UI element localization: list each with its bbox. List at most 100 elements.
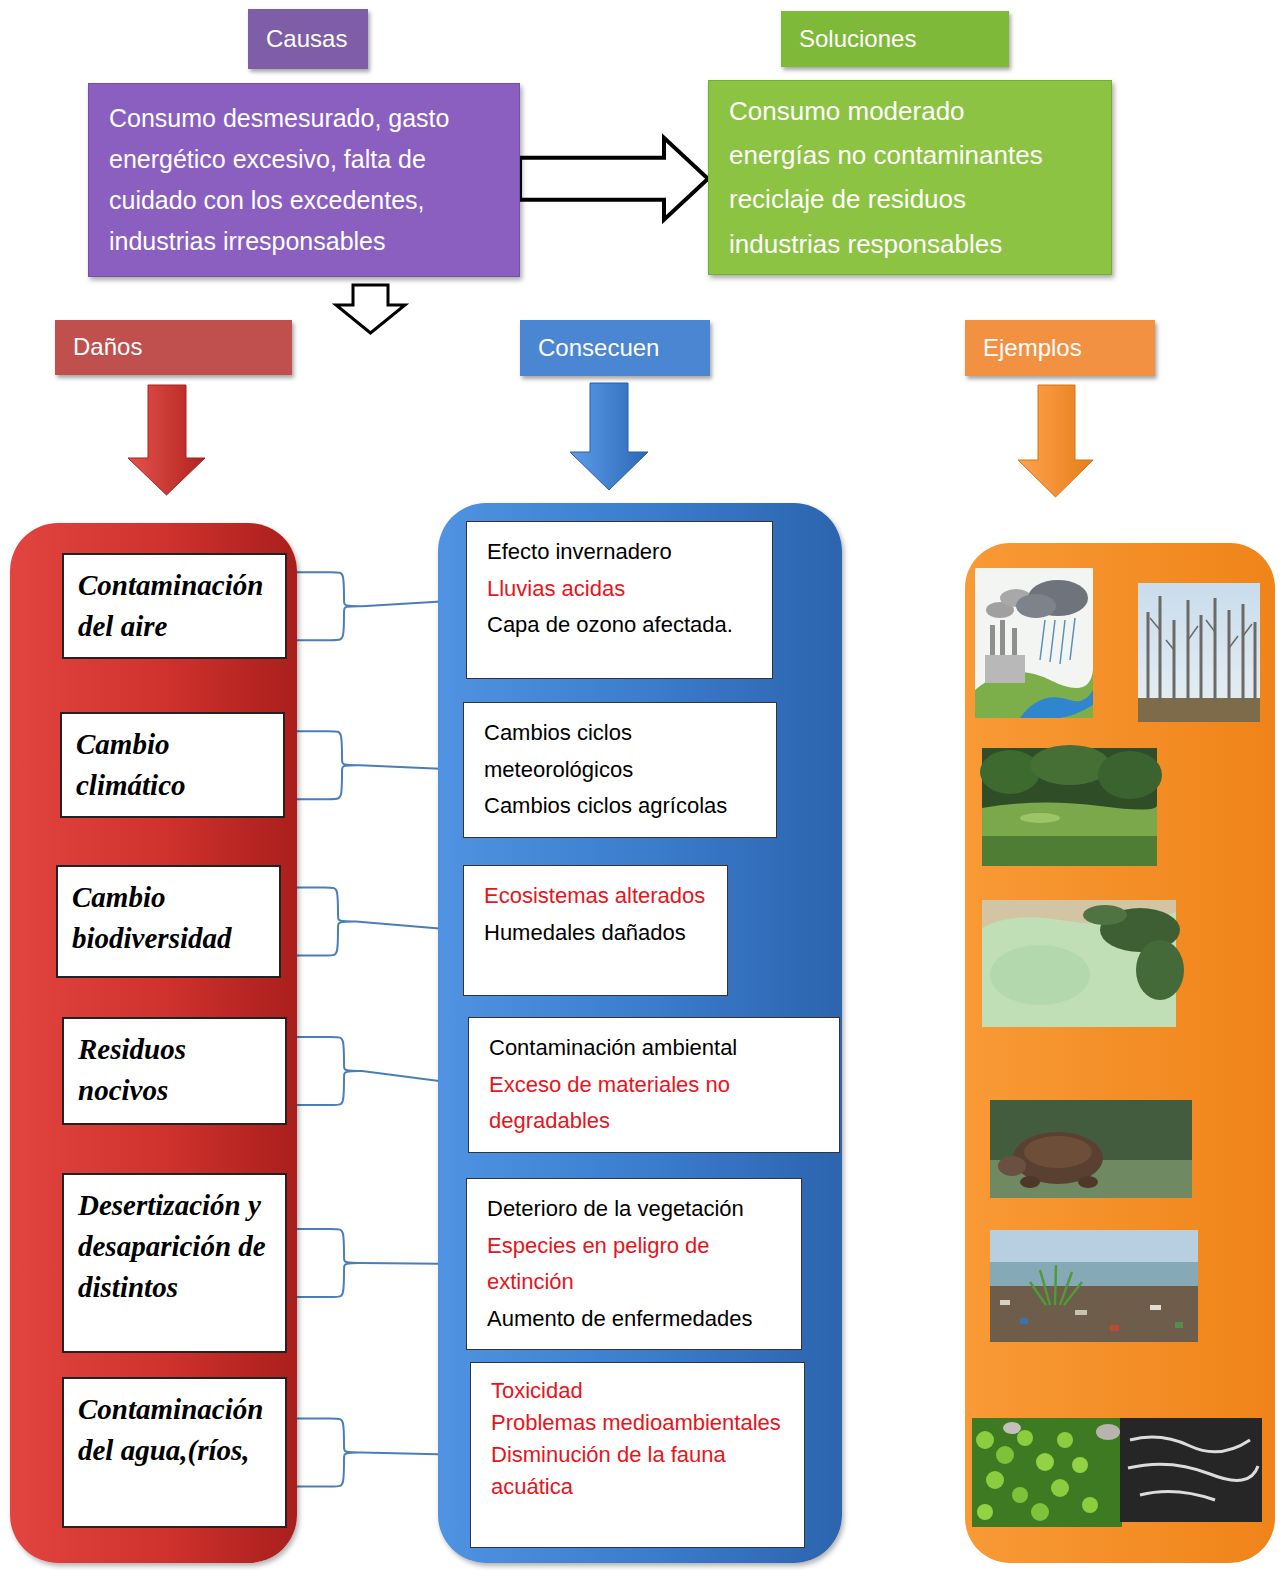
orange-down-arrow: [1018, 385, 1093, 497]
bracket-connector: [281, 888, 463, 956]
node-text: Problemas medioambientales: [491, 1407, 786, 1439]
photo-acid-rain: [990, 625, 995, 655]
photo-turtle: [990, 1100, 1192, 1198]
photo-algae: [1057, 1432, 1073, 1448]
photo-polluted-beach: [1000, 1300, 1010, 1305]
node-text: Aumento de enfermedades: [487, 1301, 783, 1338]
photo-wetland: [982, 836, 1157, 866]
photo-wetland: [980, 745, 1162, 866]
photo-algae: [1036, 1453, 1054, 1471]
photo-acid-rain: [1012, 628, 1017, 655]
down-arrow: [336, 285, 405, 333]
photo-polluted-beach: [1150, 1305, 1161, 1310]
block-arrow: [520, 138, 708, 220]
heading-label: Ejemplos: [965, 320, 1155, 376]
photo-green-lake: [982, 900, 1184, 1027]
heading-label: Consecuen: [520, 320, 710, 376]
photo-algae: [977, 1504, 993, 1520]
photo-dead-forest: [1150, 618, 1252, 650]
photo-acid-rain: [1020, 690, 1093, 718]
photo-algae: [986, 1471, 1004, 1489]
node-text: Deterioro de la vegetación: [487, 1191, 783, 1228]
photo-dead-forest: [1148, 596, 1255, 702]
photo-wetland: [1020, 813, 1060, 823]
damage-box: Desertización y desaparición de distinto…: [62, 1173, 287, 1353]
consequence-box: ToxicidadProblemas medioambientalesDismi…: [470, 1362, 805, 1548]
node-text: Ecosistemas alterados: [484, 878, 709, 915]
photo-algae: [972, 1418, 1122, 1527]
photo-green-lake: [990, 945, 1090, 1005]
photo-wetland: [1098, 751, 1162, 799]
heading-label: Causas: [248, 9, 368, 69]
photo-polluted-river: [1120, 1418, 1262, 1522]
node-text: Contaminación del aire: [78, 565, 273, 647]
consequence-box: Deterioro de la vegetaciónEspecies en pe…: [466, 1178, 802, 1350]
photo-turtle: [1078, 1176, 1098, 1188]
node-text: Consumo desmesurado, gasto energético ex…: [109, 98, 499, 262]
damage-box: Cambio biodiversidad: [56, 865, 281, 978]
heading-label: Daños: [55, 320, 292, 375]
node-text: Consumo moderado: [729, 89, 1091, 133]
heading-label: Soluciones: [781, 11, 1009, 67]
node-text: Residuos nocivos: [78, 1029, 273, 1111]
photo-polluted-beach: [1075, 1310, 1087, 1315]
consequence-box: Contaminación ambientalExceso de materia…: [468, 1017, 840, 1153]
damage-box: Contaminación del agua,(ríos,: [62, 1377, 287, 1528]
node-text: Cambios ciclos meteorológicos: [484, 715, 758, 788]
photo-algae: [1012, 1487, 1028, 1503]
consequence-panel: ConsecuenEfecto invernaderoLluvias acida…: [438, 503, 842, 1563]
node-text: Humedales dañados: [484, 915, 709, 952]
photo-algae: [1082, 1497, 1098, 1513]
photo-wetland: [982, 802, 1157, 836]
photo-acid-rain: [975, 568, 1093, 718]
photo-algae: [996, 1446, 1014, 1464]
damage-box: Cambio climático: [60, 712, 285, 818]
damage-box: Residuos nocivos: [62, 1017, 287, 1125]
node-text: Cambio biodiversidad: [72, 877, 267, 959]
photo-algae: [1096, 1424, 1120, 1440]
damage-box: Contaminación del aire: [62, 553, 287, 659]
photo-algae: [1072, 1457, 1088, 1473]
node-text: energías no contaminantes: [729, 133, 1091, 177]
node-text: Toxicidad: [491, 1375, 786, 1407]
consequence-box: Ecosistemas alteradosHumedales dañados: [463, 865, 728, 996]
node-text: Lluvias acidas: [487, 571, 754, 608]
node-text: Desertización y desaparición de distinto…: [78, 1185, 273, 1309]
photo-polluted-beach: [990, 1262, 1198, 1286]
node-text: Contaminación ambiental: [489, 1030, 821, 1067]
photo-dead-forest: [1138, 583, 1260, 722]
photo-acid-rain: [985, 655, 1025, 683]
node-text: Cambio climático: [76, 724, 271, 806]
photo-algae: [1031, 1503, 1049, 1521]
photo-polluted-beach: [1110, 1325, 1119, 1331]
photo-acid-rain: [975, 568, 1093, 718]
node-text: Capa de ozono afectada.: [487, 607, 754, 644]
photo-algae: [1017, 1430, 1033, 1446]
solution-box: SolucionesConsumo moderadoenergías no co…: [708, 80, 1112, 275]
photo-acid-rain: [1000, 620, 1005, 655]
photo-polluted-beach: [1175, 1322, 1183, 1328]
photo-turtle: [1020, 1176, 1040, 1188]
photo-algae: [976, 1431, 994, 1449]
red-down-arrow: [128, 385, 205, 495]
photo-polluted-river: [1120, 1418, 1262, 1522]
photo-algae: [1003, 1422, 1021, 1434]
photo-green-lake: [1136, 940, 1184, 1000]
photo-wetland: [1030, 745, 1110, 785]
node-text: Especies en peligro de extinción: [487, 1228, 783, 1301]
cause-box: CausasConsumo desmesurado, gasto energét…: [88, 83, 520, 277]
node-text: Exceso de materiales no degradables: [489, 1067, 821, 1140]
examples-panel: [965, 543, 1275, 1563]
photo-algae: [972, 1418, 1122, 1527]
photo-wetland: [980, 750, 1040, 794]
examples-panel: Ejemplos: [965, 543, 1275, 1563]
photo-dead-forest: [1138, 583, 1260, 722]
node-text: Cambios ciclos agrícolas: [484, 788, 758, 825]
damage-panel: DañosContaminación del aireCambio climát…: [10, 523, 297, 1563]
node-text: reciclaje de residuos: [729, 177, 1091, 221]
photo-polluted-beach: [990, 1230, 1198, 1342]
consequence-box: Efecto invernaderoLluvias acidasCapa de …: [466, 521, 773, 679]
photo-acid-rain: [1016, 594, 1056, 618]
photo-polluted-beach: [1020, 1318, 1028, 1324]
